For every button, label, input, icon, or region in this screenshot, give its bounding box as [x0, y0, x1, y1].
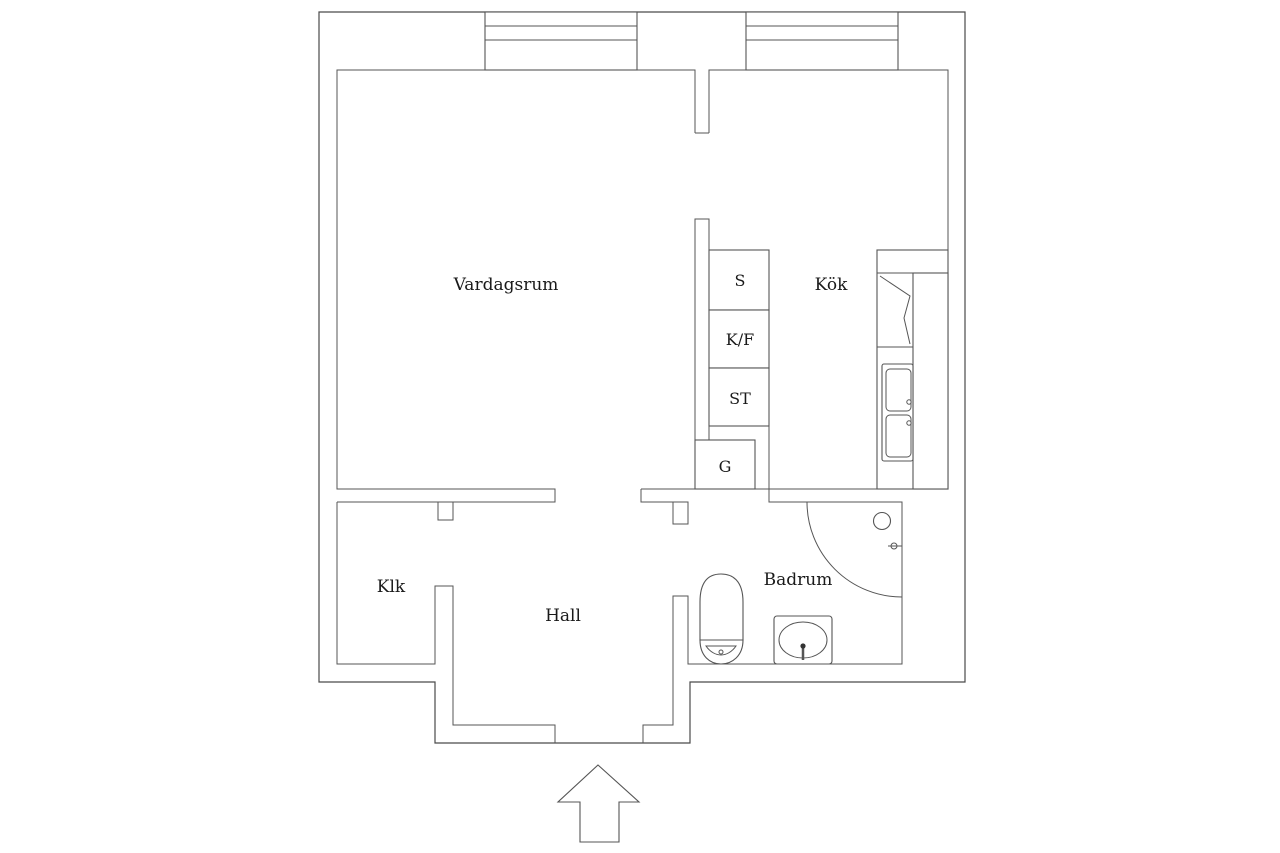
cabinet-s [708, 249, 770, 311]
window-left [484, 11, 638, 71]
outer-wall [318, 11, 966, 744]
window-right [745, 11, 899, 71]
room-label-kok: Kök [815, 275, 848, 295]
fixture-label-s: S [735, 271, 746, 290]
klk-door-stub [437, 502, 454, 521]
room-label-klk: Klk [377, 577, 406, 597]
entrance-arrow-icon [556, 764, 641, 843]
fixture-label-st: ST [729, 389, 751, 408]
room-label-vardagsrum: Vardagsrum [453, 275, 559, 295]
kitchen-sink-icon [881, 363, 914, 462]
shower-drain-icon [872, 511, 892, 531]
room-label-badrum: Badrum [764, 570, 833, 590]
shower-curtain [806, 501, 903, 598]
fixture-label-kf: K/F [726, 330, 754, 349]
cabinet-g [694, 439, 756, 490]
shower-tap-icon [888, 542, 902, 550]
washbasin-icon [773, 615, 833, 665]
hall-right-wall [641, 488, 903, 743]
fixture-label-g: G [719, 457, 732, 476]
toilet-icon [699, 573, 744, 665]
hall-top-wall-left [336, 502, 556, 743]
room-label-hall: Hall [545, 606, 581, 626]
